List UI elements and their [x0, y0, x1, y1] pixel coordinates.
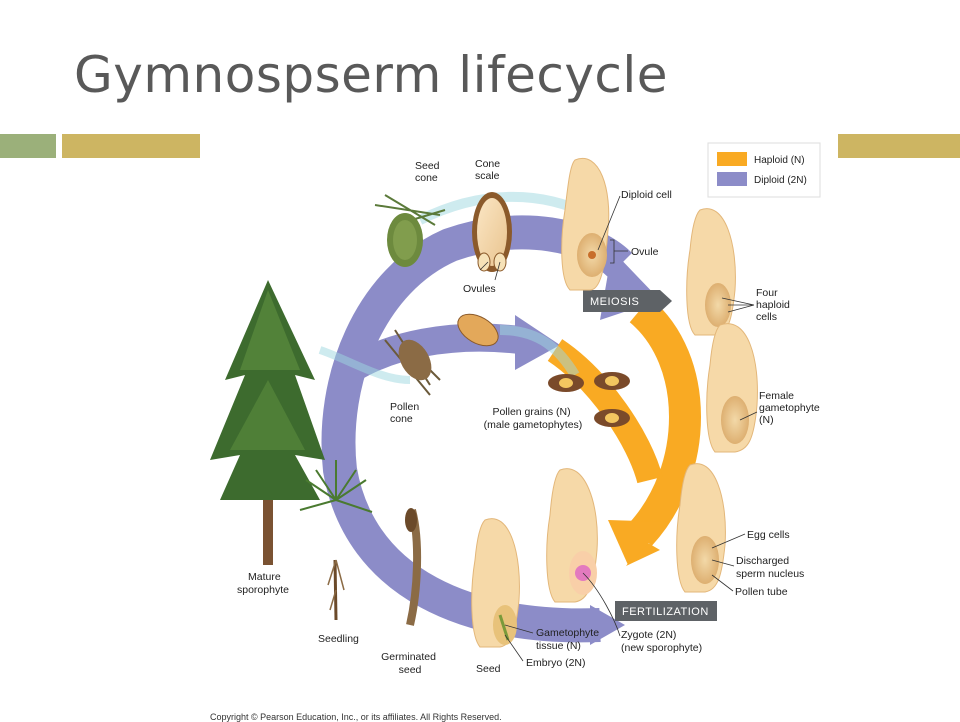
label-pollen-grains: Pollen grains (N) (male gametophytes): [484, 406, 583, 431]
accent-bar-right: [838, 134, 960, 158]
label-female-gametophyte: Female gametophyte (N): [759, 390, 823, 426]
cone-scale-illustration: [472, 192, 512, 272]
meiosis-band: MEIOSIS: [583, 290, 672, 312]
seedling-illustration: [299, 460, 373, 621]
label-seedling: Seedling: [318, 633, 359, 645]
legend: Haploid (N) Diploid (2N): [707, 142, 821, 198]
pollen-cone-illustration: [384, 313, 499, 396]
legend-haploid-label: Haploid (N): [754, 155, 805, 166]
label-embryo: Embryo (2N): [526, 657, 586, 669]
label-zygote: Zygote (2N) (new sporophyte): [621, 629, 702, 654]
label-egg-cells: Egg cells: [747, 529, 790, 541]
label-seed-cone: Seed cone: [415, 160, 442, 184]
fertilization-band: FERTILIZATION: [615, 601, 717, 621]
label-pollen-cone: Pollen cone: [390, 401, 422, 425]
ovule-illustrations: [471, 157, 758, 648]
germinated-seed-illustration: [405, 508, 422, 626]
mature-sporophyte-illustration: [210, 280, 325, 565]
fertilization-label: FERTILIZATION: [622, 606, 709, 618]
label-ovules: Ovules: [463, 283, 496, 295]
slide-title: Gymnospserm lifecycle: [74, 46, 669, 104]
legend-diploid-swatch: [717, 172, 747, 186]
meiosis-label: MEIOSIS: [590, 296, 639, 308]
accent-bar-mid: [62, 134, 200, 158]
label-discharged-sperm: Discharged sperm nucleus: [736, 555, 804, 580]
leader-lines: [479, 195, 758, 662]
legend-haploid-swatch: [717, 152, 747, 166]
seed-cone-illustration: [374, 194, 446, 267]
label-seed: Seed: [476, 663, 501, 675]
label-diploid-cell: Diploid cell: [621, 189, 672, 201]
label-pollen-tube: Pollen tube: [735, 586, 788, 598]
label-four-haploid-cells: Four haploid cells: [756, 287, 793, 323]
label-cone-scale: Cone scale: [475, 158, 503, 182]
accent-bar-left: [0, 134, 56, 158]
label-gametophyte-tissue: Gametophyte tissue (N): [536, 627, 602, 652]
pollen-grains-illustration: [548, 372, 630, 427]
label-ovule: Ovule: [631, 246, 659, 258]
copyright-notice: Copyright © Pearson Education, Inc., or …: [210, 712, 502, 722]
label-mature-sporophyte: Mature sporophyte: [237, 571, 289, 596]
label-germinated-seed: Germinated seed: [381, 651, 439, 676]
diagram-labels: Seed cone Cone scale Ovules Diploid cell…: [237, 158, 823, 676]
legend-diploid-label: Diploid (2N): [754, 175, 807, 186]
